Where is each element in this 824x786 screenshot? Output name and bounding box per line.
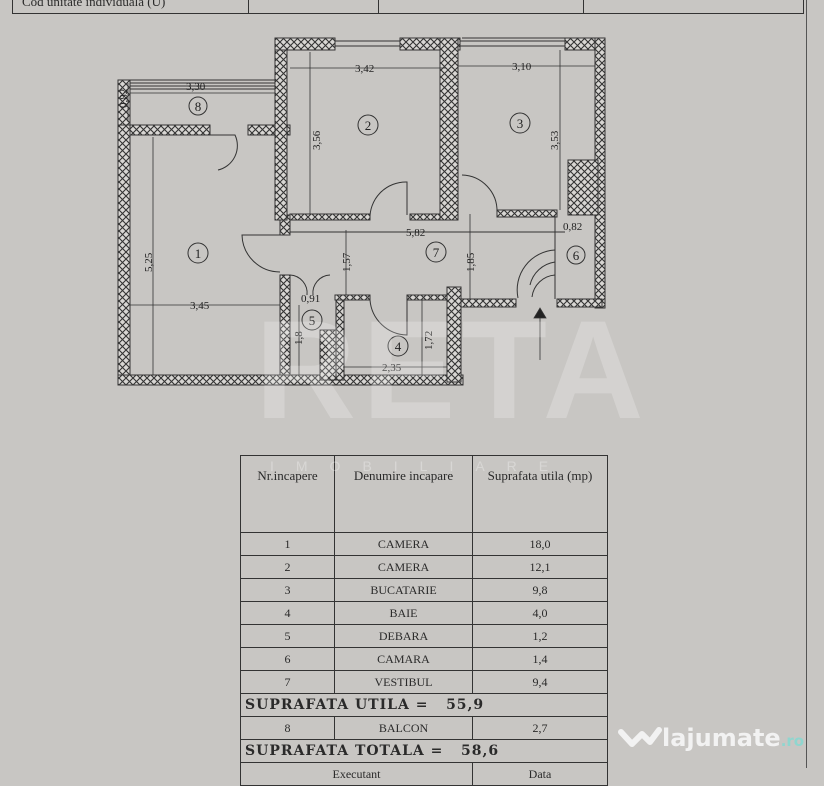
cell-name: CAMERA xyxy=(334,532,473,556)
dim-balcon-width: 3,30 xyxy=(186,81,206,93)
cell-name: BALCON xyxy=(334,716,473,740)
total-totala-row: SUPRAFATA TOTALA = 58,6 xyxy=(240,739,608,763)
utila-label: SUPRAFATA UTILA = xyxy=(245,697,429,713)
page-border xyxy=(806,0,807,768)
handshake-icon xyxy=(618,727,662,747)
room-number-5: 5 xyxy=(309,313,316,328)
cell-name: CAMERA xyxy=(334,555,473,579)
cell-area: 12,1 xyxy=(472,555,608,579)
room-number-7: 7 xyxy=(433,245,440,260)
data-label: Data xyxy=(472,762,608,786)
dim-room6-width: 0,82 xyxy=(563,221,582,233)
cell-name: BAIE xyxy=(334,601,473,625)
lajumate-logo: lajumate.ro xyxy=(618,724,804,752)
cell-name: BUCATARIE xyxy=(334,578,473,602)
room-area-table: Nr.incapere Denumire incapare Suprafata … xyxy=(240,455,608,786)
door xyxy=(241,234,281,273)
dim-room7-width: 5,82 xyxy=(406,227,425,239)
logo-name: lajumate xyxy=(662,724,781,752)
cell-area: 9,4 xyxy=(472,670,608,694)
dim-room5-width: 0,91 xyxy=(301,293,320,305)
cell-name: DEBARA xyxy=(334,624,473,648)
header-cell xyxy=(583,0,584,13)
dim-room3-width: 3,10 xyxy=(512,61,532,73)
cell-nr: 4 xyxy=(240,601,335,625)
room-markers xyxy=(187,96,586,357)
floor-plan: 3,30 0,82 3,42 3,56 3,10 3,53 5,25 3,45 … xyxy=(117,37,606,386)
cell-nr: 1 xyxy=(240,532,335,556)
dim-room4-height: 1,72 xyxy=(423,331,435,350)
dimension-lines xyxy=(127,50,595,375)
room-number-2: 2 xyxy=(365,118,372,133)
cell-name: VESTIBUL xyxy=(334,670,473,694)
door xyxy=(289,274,331,296)
door xyxy=(369,299,408,336)
cell-nr: 2 xyxy=(240,555,335,579)
walls xyxy=(117,37,606,386)
header-cell xyxy=(248,0,249,13)
door xyxy=(210,134,238,171)
cell-nr: 8 xyxy=(240,716,335,740)
header-cell xyxy=(378,0,379,13)
dim-room1-height: 5,25 xyxy=(143,252,155,272)
dim-room7-height1: 1,57 xyxy=(341,252,353,272)
room-number-3: 3 xyxy=(517,116,524,131)
dim-room3-height: 3,53 xyxy=(549,130,561,150)
logo-tld: .ro xyxy=(780,732,805,750)
room-number-6: 6 xyxy=(573,248,580,263)
executant-label: Executant xyxy=(240,762,473,786)
header-label: Cod unitate individuala (U) xyxy=(22,0,166,9)
room-number-4: 4 xyxy=(395,339,402,354)
cell-nr: 6 xyxy=(240,647,335,671)
utila-value: 55,9 xyxy=(446,697,485,713)
cell-nr: 7 xyxy=(240,670,335,694)
door xyxy=(461,174,498,213)
room-number-8: 8 xyxy=(195,99,202,114)
header-table-row xyxy=(12,0,804,14)
cell-area: 1,2 xyxy=(472,624,608,648)
col-header-name: Denumire incapare xyxy=(334,455,473,533)
col-header-nr: Nr.incapere xyxy=(240,455,335,533)
cell-area: 1,4 xyxy=(472,647,608,671)
dim-room1-width: 3,45 xyxy=(190,300,210,312)
dim-room4-width: 2,35 xyxy=(382,362,402,374)
totala-label: SUPRAFATA TOTALA = xyxy=(245,743,444,759)
cell-name: CAMARA xyxy=(334,647,473,671)
cell-nr: 5 xyxy=(240,624,335,648)
dim-balcon-depth: 0,82 xyxy=(118,89,130,108)
dim-room2-width: 3,42 xyxy=(355,63,374,75)
cell-area: 2,7 xyxy=(472,716,608,740)
cell-area: 4,0 xyxy=(472,601,608,625)
cell-area: 9,8 xyxy=(472,578,608,602)
dim-room5-height: 1,8 xyxy=(293,331,305,345)
door xyxy=(529,261,556,298)
col-header-area: Suprafata utila (mp) xyxy=(472,455,608,533)
room-number-1: 1 xyxy=(195,246,202,261)
door xyxy=(516,249,556,299)
cell-area: 18,0 xyxy=(472,532,608,556)
watermark-subtitle: IMOBILIARE xyxy=(270,458,571,474)
totala-value: 58,6 xyxy=(461,743,500,759)
dim-room7-height2: 1,85 xyxy=(465,252,477,272)
dim-room2-height: 3,56 xyxy=(311,130,323,150)
cell-nr: 3 xyxy=(240,578,335,602)
door xyxy=(369,181,408,221)
total-utila-row: SUPRAFATA UTILA = 55,9 xyxy=(240,693,608,717)
